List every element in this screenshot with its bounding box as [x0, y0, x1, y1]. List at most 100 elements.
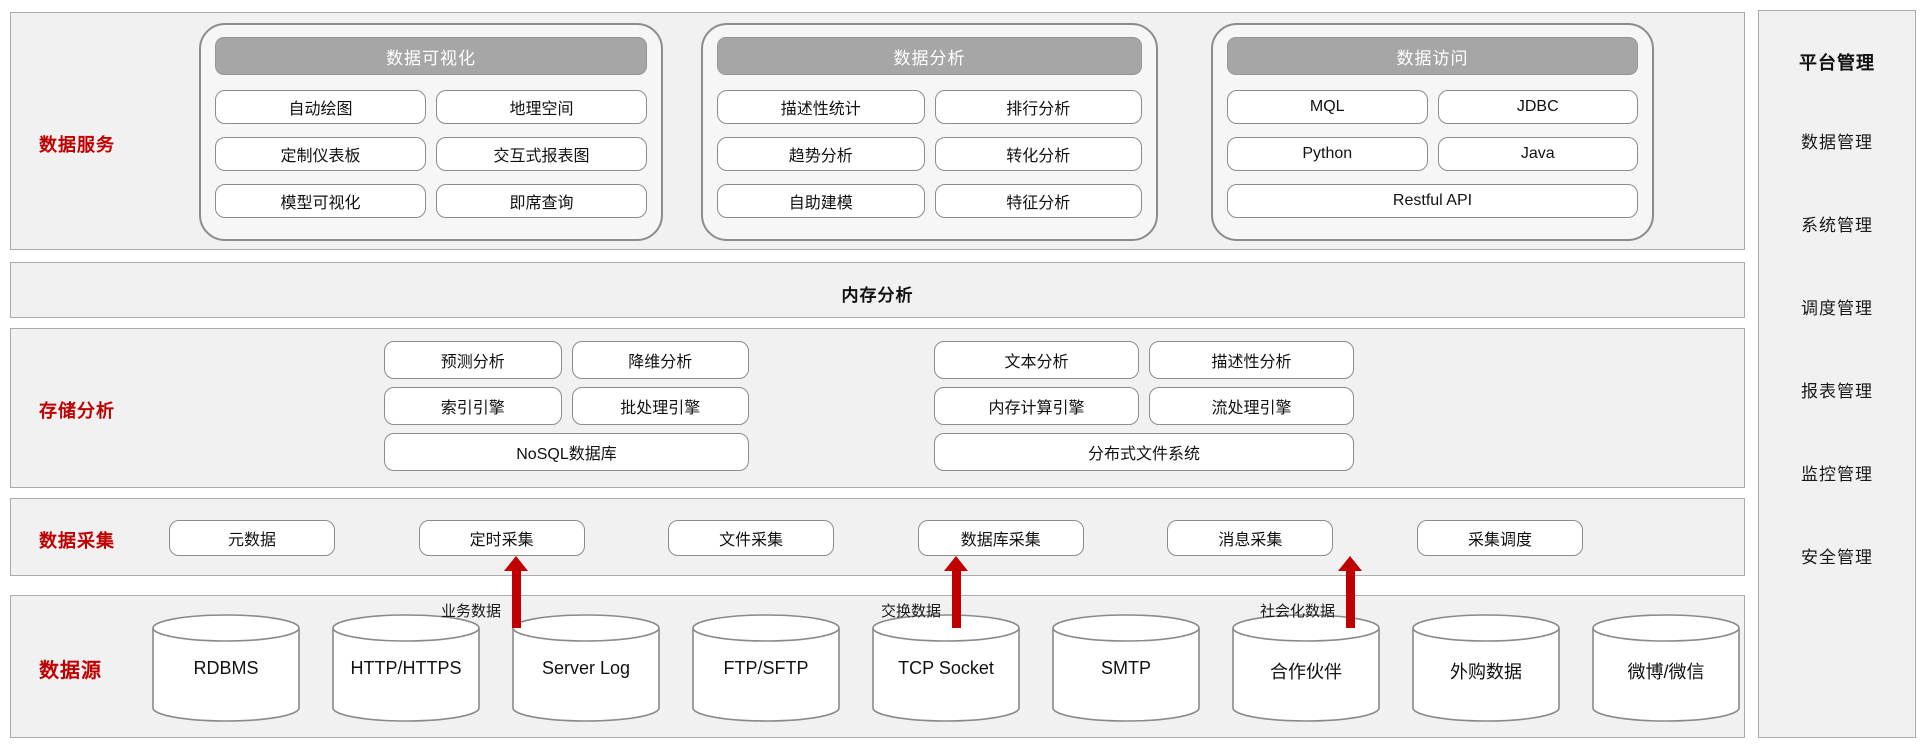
capability-box: Restful API [1227, 184, 1638, 218]
arrow-shaft [951, 571, 961, 628]
data-source-cylinder: FTP/SFTP [691, 612, 841, 724]
capability-box: 趋势分析 [717, 137, 925, 171]
group-header: 数据分析 [717, 37, 1142, 75]
layer-data-collection: 数据采集 元数据 定时采集 文件采集 数据库采集 消息采集 采集调度 [10, 498, 1745, 576]
storage-right-cluster: 文本分析 描述性分析 内存计算引擎 流处理引擎 分布式文件系统 [934, 341, 1354, 471]
capability-box: 降维分析 [571, 341, 749, 379]
capability-box: 自助建模 [717, 184, 925, 218]
sidebar-item-schedule-management: 调度管理 [1801, 299, 1873, 318]
capability-box: 分布式文件系统 [934, 433, 1354, 471]
flow-social-data: 社会化数据 [1260, 556, 1362, 628]
layer-memory-analysis: 内存分析 [10, 262, 1745, 318]
cylinder-shape [1412, 614, 1560, 722]
group-data-access: 数据访问 MQL JDBC Python Java Restful API [1211, 23, 1654, 241]
cylinder-shape [1052, 614, 1200, 722]
capability-box: 排行分析 [934, 90, 1142, 124]
capability-box: 采集调度 [1416, 520, 1583, 556]
capability-box: 交互式报表图 [436, 137, 647, 171]
cylinder-shape [512, 614, 660, 722]
data-source-label: RDBMS [193, 658, 259, 678]
layer-label-storage-analysis: 存储分析 [39, 401, 115, 421]
capability-box: 描述性统计 [717, 90, 925, 124]
capability-box: 定制仪表板 [215, 137, 426, 171]
storage-left-cluster: 预测分析 降维分析 索引引擎 批处理引擎 NoSQL数据库 [384, 341, 749, 471]
group-items: MQL JDBC Python Java Restful API [1227, 90, 1638, 218]
group-header: 数据访问 [1227, 37, 1638, 75]
sidebar-item-system-management: 系统管理 [1801, 216, 1873, 235]
layer-label-data-services: 数据服务 [39, 135, 115, 155]
group-items: 自动绘图 地理空间 定制仪表板 交互式报表图 模型可视化 即席查询 [215, 90, 647, 218]
capability-box: Java [1437, 137, 1638, 171]
capability-box: 批处理引擎 [571, 387, 749, 425]
cylinder-shape [332, 614, 480, 722]
arrow-up-icon [944, 556, 968, 571]
capability-box: NoSQL数据库 [384, 433, 749, 471]
data-source-label: 外购数据 [1450, 662, 1522, 682]
capability-box: 流处理引擎 [1149, 387, 1354, 425]
arrow-up-icon [1338, 556, 1362, 571]
data-source-cylinder: 微博/微信 [1591, 612, 1741, 724]
group-data-analysis: 数据分析 描述性统计 排行分析 趋势分析 转化分析 自助建模 特征分析 [701, 23, 1158, 241]
data-source-cylinder: HTTP/HTTPS [331, 612, 481, 724]
capability-box: 预测分析 [384, 341, 562, 379]
cylinder-shape [692, 614, 840, 722]
sidebar-title: 平台管理 [1799, 53, 1875, 73]
arrow-up-icon [504, 556, 528, 571]
data-source-label: TCP Socket [898, 658, 994, 678]
data-source-cylinder: SMTP [1051, 612, 1201, 724]
layer-data-services: 数据服务 数据可视化 自动绘图 地理空间 定制仪表板 交互式报表图 模型可视化 … [10, 12, 1745, 250]
cylinder-shape [872, 614, 1020, 722]
group-data-visualization: 数据可视化 自动绘图 地理空间 定制仪表板 交互式报表图 模型可视化 即席查询 [199, 23, 663, 241]
capability-box: 即席查询 [436, 184, 647, 218]
flow-label: 业务数据 [440, 603, 501, 620]
capability-box: 元数据 [169, 520, 335, 556]
sidebar-item-security-management: 安全管理 [1801, 548, 1873, 567]
cylinder-shape [152, 614, 300, 722]
data-source-cylinder: 外购数据 [1411, 612, 1561, 724]
capability-box: MQL [1227, 90, 1428, 124]
layer-data-sources: 数据源 RDBMS HTTP/HTTPS Server Log FTP/SFTP… [10, 595, 1745, 738]
capability-box: 自动绘图 [215, 90, 426, 124]
data-source-cylinder: TCP Socket [871, 612, 1021, 724]
capability-box: 转化分析 [934, 137, 1142, 171]
arrow-shaft [511, 571, 521, 628]
capability-box: 索引引擎 [384, 387, 562, 425]
flow-business-data: 业务数据 [441, 556, 528, 628]
group-header: 数据可视化 [215, 37, 647, 75]
capability-box: Python [1227, 137, 1428, 171]
group-items: 描述性统计 排行分析 趋势分析 转化分析 自助建模 特征分析 [717, 90, 1142, 218]
layer-label-memory-analysis: 内存分析 [841, 286, 914, 305]
capability-box: 消息采集 [1167, 520, 1334, 556]
cylinder-shape [1232, 614, 1380, 722]
data-source-cylinder: RDBMS [151, 612, 301, 724]
data-source-cylinder: 合作伙伴 [1231, 612, 1381, 724]
layer-label-data-sources: 数据源 [39, 660, 102, 682]
arrow-shaft [1345, 571, 1355, 628]
capability-box: 内存计算引擎 [934, 387, 1139, 425]
capability-box: 特征分析 [934, 184, 1142, 218]
sidebar-item-report-management: 报表管理 [1801, 382, 1873, 401]
capability-box: 描述性分析 [1149, 341, 1354, 379]
data-source-label: 合作伙伴 [1270, 662, 1342, 682]
data-source-label: SMTP [1100, 658, 1151, 678]
data-source-row: RDBMS HTTP/HTTPS Server Log FTP/SFTP TCP… [151, 612, 1741, 724]
sidebar-item-monitor-management: 监控管理 [1801, 465, 1873, 484]
data-source-cylinder: Server Log [511, 612, 661, 724]
layer-storage-analysis: 存储分析 预测分析 降维分析 索引引擎 批处理引擎 NoSQL数据库 文本分析 … [10, 328, 1745, 488]
flow-label: 交换数据 [880, 603, 941, 620]
data-source-label: HTTP/HTTPS [350, 658, 462, 678]
capability-box: 模型可视化 [215, 184, 426, 218]
layer-label-data-collection: 数据采集 [39, 531, 115, 551]
data-source-label: 微博/微信 [1627, 662, 1705, 682]
capability-box: 数据库采集 [917, 520, 1084, 556]
flow-exchange-data: 交换数据 [881, 556, 968, 628]
capability-box: 地理空间 [436, 90, 647, 124]
capability-box: 文本分析 [934, 341, 1139, 379]
flow-label: 社会化数据 [1259, 603, 1335, 620]
capability-box: JDBC [1437, 90, 1638, 124]
data-source-label: FTP/SFTP [723, 658, 809, 678]
cylinder-shape [1592, 614, 1740, 722]
capability-box: 文件采集 [668, 520, 835, 556]
data-source-label: Server Log [541, 658, 631, 678]
